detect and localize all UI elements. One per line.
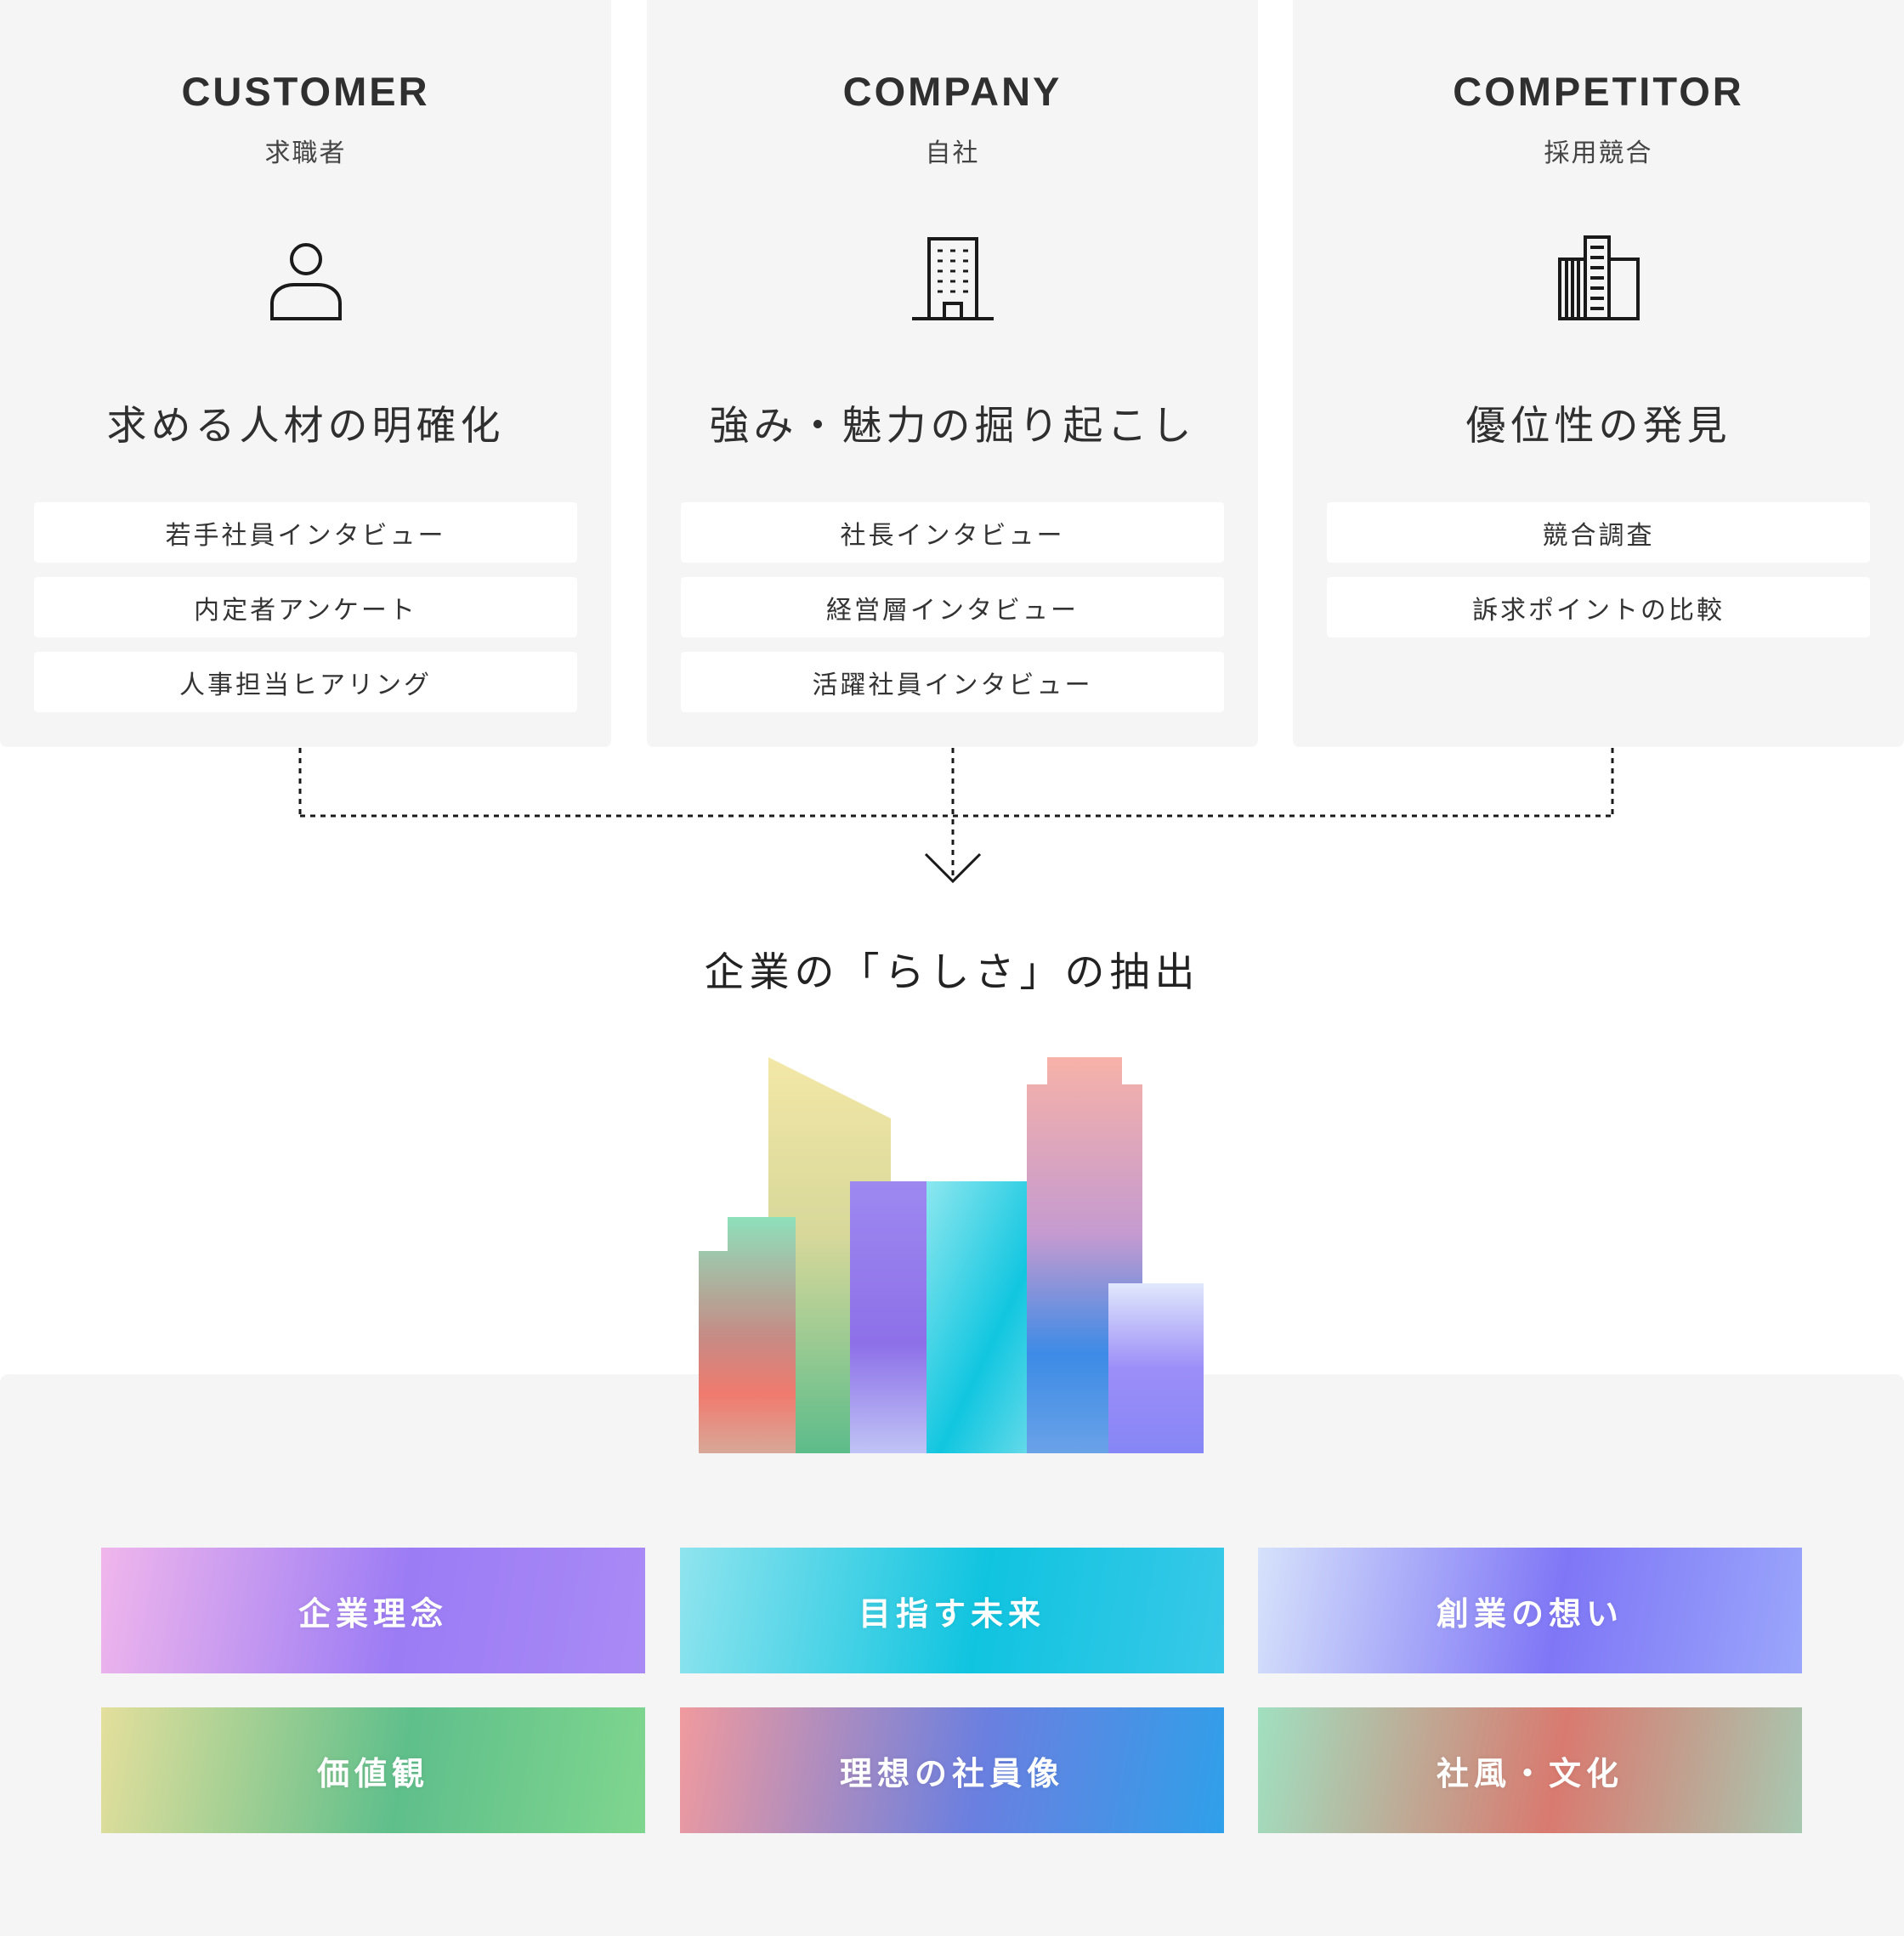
value-label: 価値観 (316, 1754, 429, 1792)
card-headline: 求める人材の明確化 (106, 403, 505, 450)
list-item: 競合調査 (1327, 502, 1870, 563)
company-card: COMPANY 自社 強み・魅力の掘り起こし 社長インタビュー 経営層インタビュ… (647, 0, 1258, 747)
value-label: 理想の社員像 (839, 1754, 1064, 1792)
card-title-jp: 採用競合 (1544, 139, 1653, 168)
value-tile-corporate-philosophy: 企業理念 (101, 1548, 645, 1673)
card-title-en: COMPANY (842, 69, 1062, 114)
arrow-down-icon (924, 852, 982, 884)
buildings-icon (1555, 234, 1643, 322)
item-list: 若手社員インタビュー 内定者アンケート 人事担当ヒアリング (34, 502, 577, 727)
list-item: 訴求ポイントの比較 (1327, 577, 1870, 637)
connector-lines (298, 748, 1614, 884)
list-item: 社長インタビュー (681, 502, 1224, 563)
customer-card: CUSTOMER 求職者 求める人材の明確化 若手社員インタビュー 内定者アンケ… (0, 0, 611, 747)
card-headline: 強み・魅力の掘り起こし (709, 403, 1196, 450)
list-item: 若手社員インタビュー (34, 502, 577, 563)
gradient-buildings-illustration (699, 1057, 1204, 1453)
office-building-icon (909, 234, 997, 322)
value-tile-culture: 社風・文化 (1258, 1707, 1802, 1833)
competitor-card: COMPETITOR 採用競合 優位性の発見 競合調査 訴求ポイントの比較 (1293, 0, 1904, 747)
list-item: 内定者アンケート (34, 577, 577, 637)
value-label: 目指す未来 (858, 1594, 1046, 1633)
value-tile-future-vision: 目指す未来 (680, 1548, 1224, 1673)
list-item: 人事担当ヒアリング (34, 652, 577, 712)
person-icon (262, 234, 350, 322)
value-tile-values: 価値観 (101, 1707, 645, 1833)
card-title-en: CUSTOMER (181, 69, 430, 114)
center-title: 企業の「らしさ」の抽出 (704, 949, 1200, 996)
value-label: 社風・文化 (1436, 1754, 1624, 1792)
list-item: 活躍社員インタビュー (681, 652, 1224, 712)
value-label: 企業理念 (298, 1594, 448, 1633)
list-item: 経営層インタビュー (681, 577, 1224, 637)
item-list: 競合調査 訴求ポイントの比較 (1327, 502, 1870, 652)
item-list: 社長インタビュー 経営層インタビュー 活躍社員インタビュー (681, 502, 1224, 727)
value-label: 創業の想い (1436, 1594, 1624, 1633)
card-title-jp: 自社 (925, 139, 980, 168)
card-headline: 優位性の発見 (1465, 403, 1731, 450)
value-tile-founding-spirit: 創業の想い (1258, 1548, 1802, 1673)
card-title-jp: 求職者 (264, 139, 347, 168)
card-title-en: COMPETITOR (1453, 69, 1744, 114)
value-tile-ideal-employee: 理想の社員像 (680, 1707, 1224, 1833)
